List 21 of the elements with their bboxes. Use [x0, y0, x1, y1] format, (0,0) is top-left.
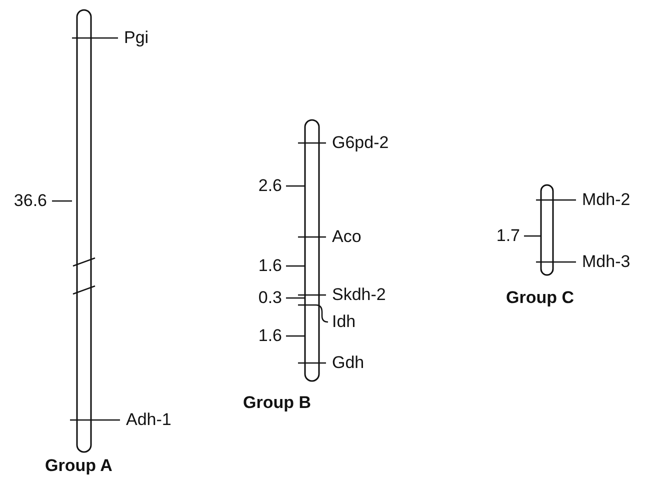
distance-label: 2.6 — [258, 176, 282, 196]
distance-label: 0.3 — [258, 288, 282, 308]
distance-label: 1.6 — [258, 326, 282, 346]
gene-label: Skdh-2 — [332, 285, 386, 305]
chromosome-bar — [540, 184, 554, 276]
group-label: Group B — [243, 393, 311, 413]
gene-label: Mdh-2 — [582, 190, 630, 210]
gene-label: Adh-1 — [126, 410, 172, 430]
gene-label: G6pd-2 — [332, 133, 389, 153]
gene-label: Mdh-3 — [582, 252, 630, 272]
group-label: Group A — [45, 456, 112, 476]
gene-label: Aco — [332, 227, 362, 247]
chromosome-bar — [304, 119, 320, 382]
chromosome-bar — [76, 9, 92, 453]
gene-label: Gdh — [332, 353, 364, 373]
gene-label: Pgi — [124, 28, 149, 48]
distance-label: 36.6 — [14, 191, 47, 211]
group-label: Group C — [506, 288, 574, 308]
distance-label: 1.7 — [496, 226, 520, 246]
gene-label: Idh — [332, 312, 356, 332]
distance-label: 1.6 — [258, 256, 282, 276]
